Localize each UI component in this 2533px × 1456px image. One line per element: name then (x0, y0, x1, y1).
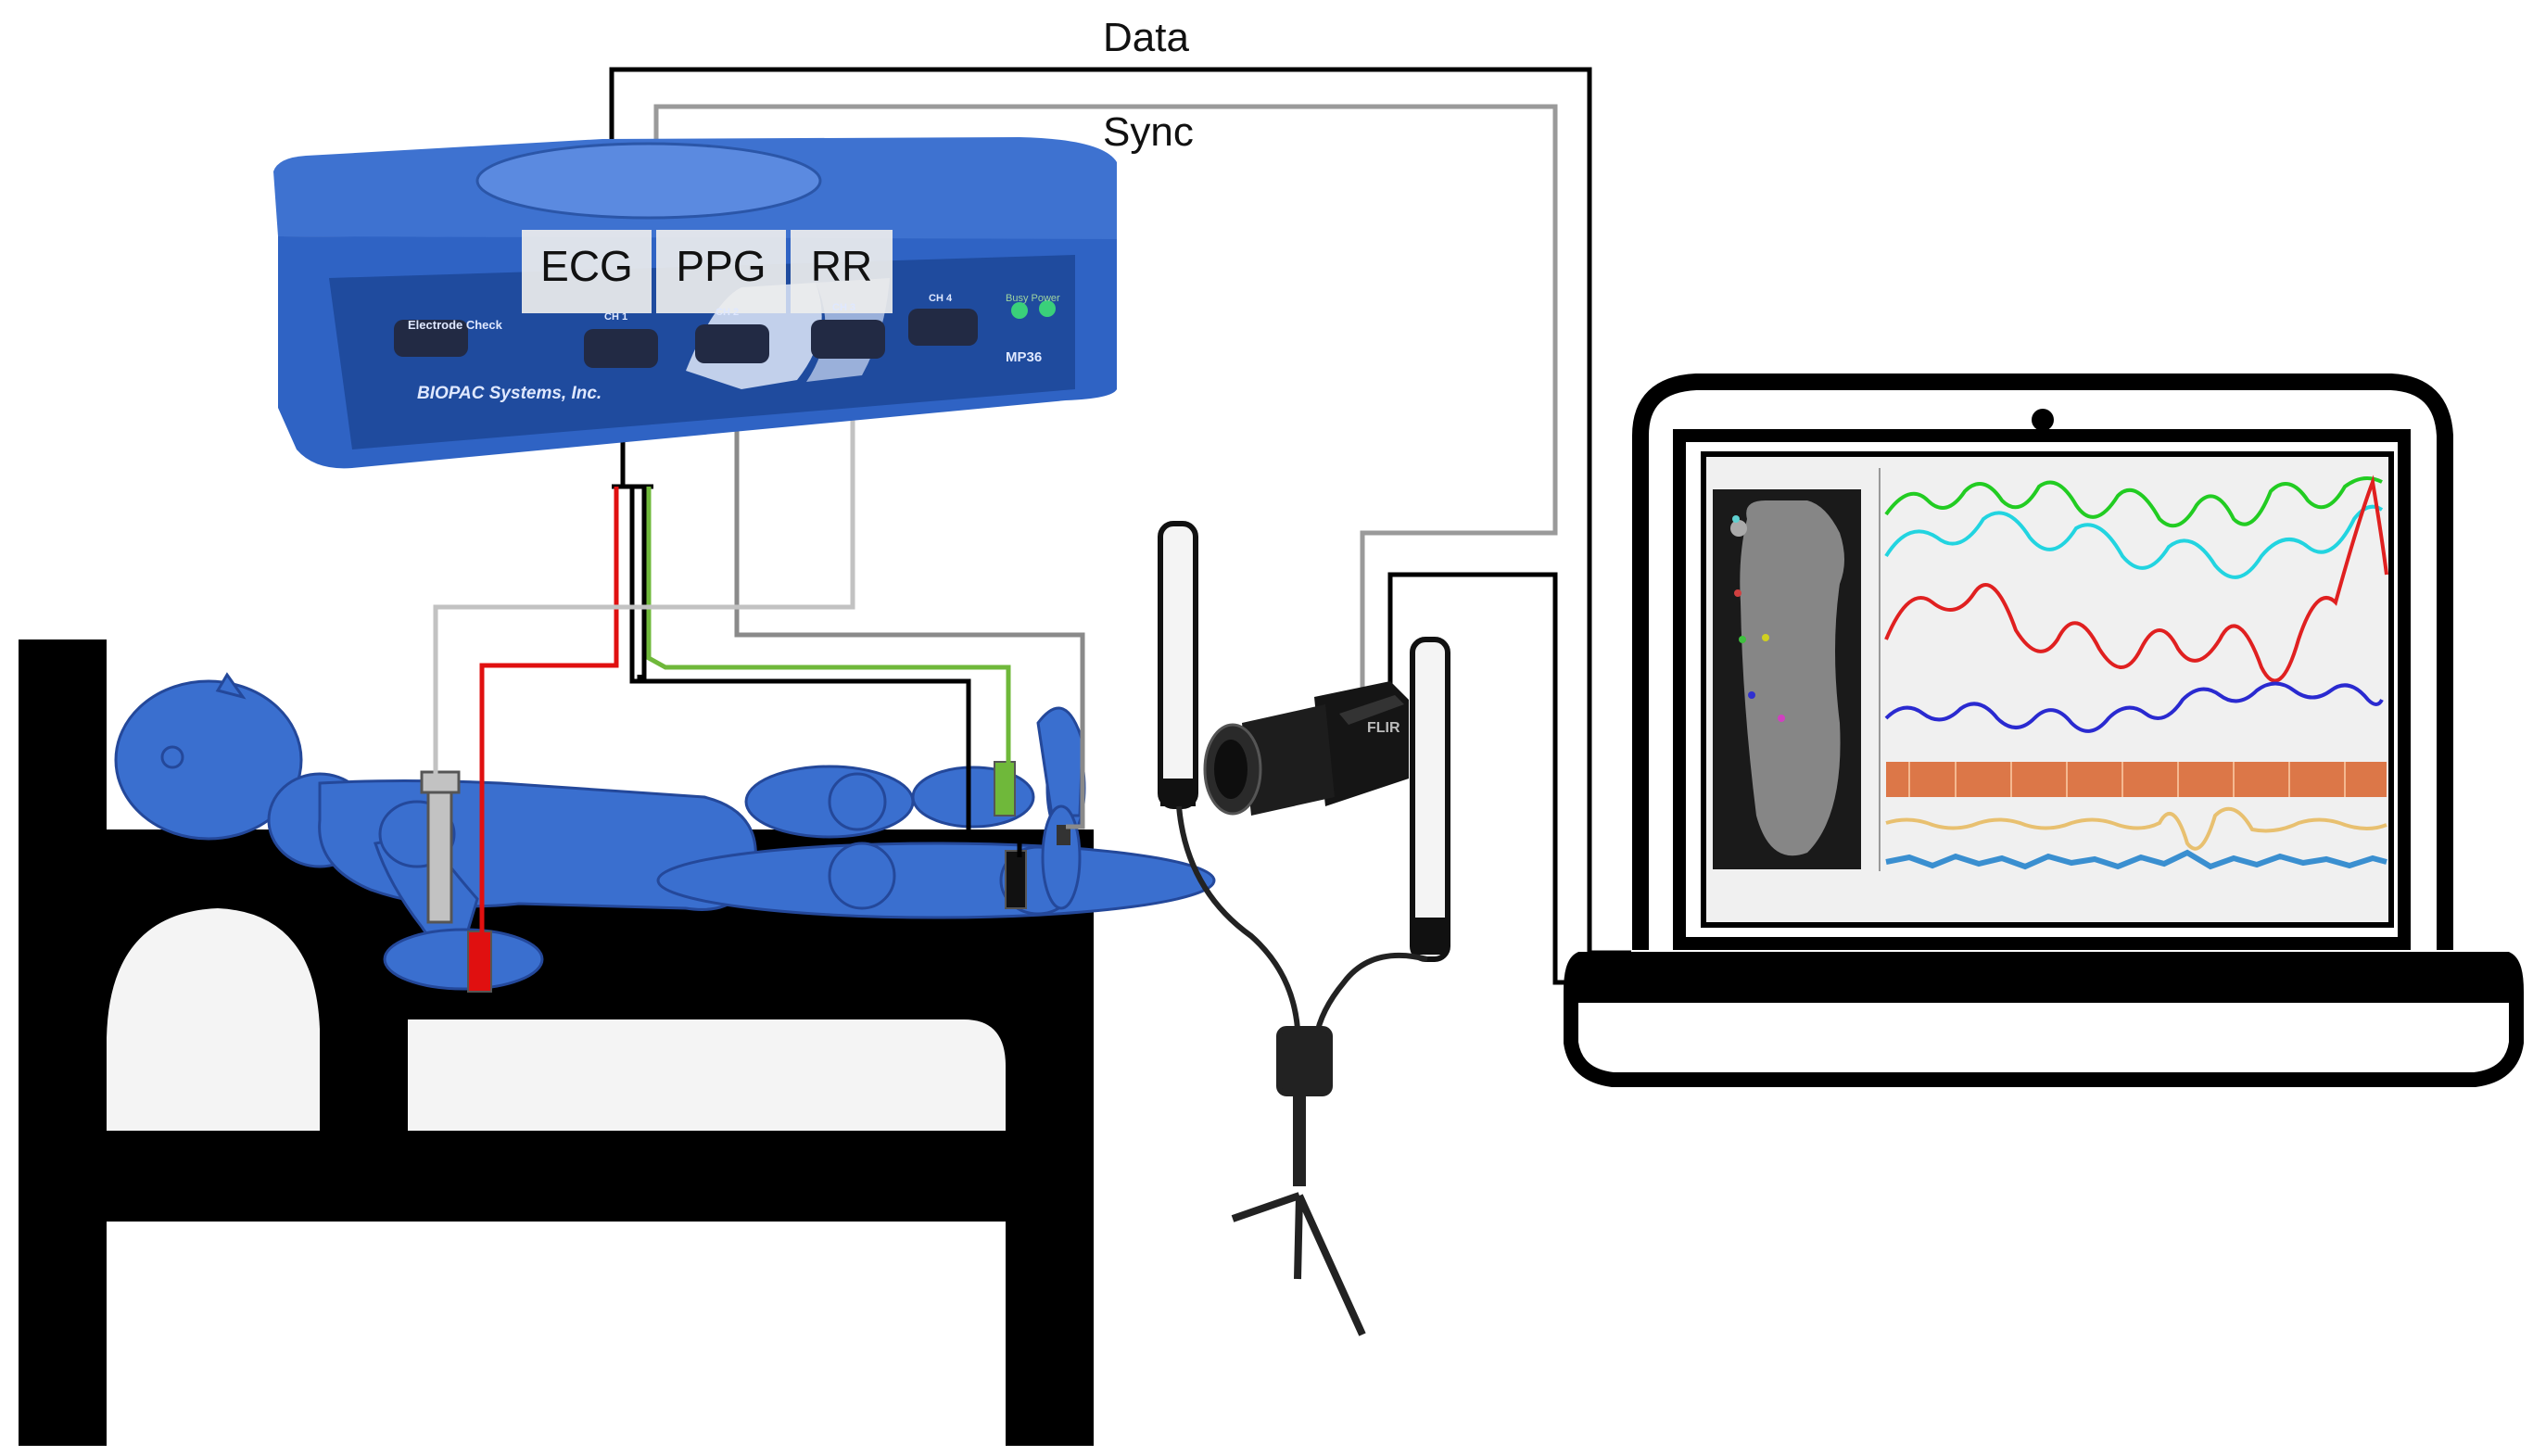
trace-blue (1884, 681, 2384, 733)
trace-lightblue (1885, 849, 2387, 870)
rr-label: RR (811, 242, 872, 290)
rr-label-box (791, 230, 893, 313)
ppg-clip (1057, 825, 1070, 845)
port-label-ch-1: CH 1 (604, 311, 627, 323)
device-power-label: Busy Power (1006, 293, 1060, 304)
ecg-label: ECG (540, 242, 633, 290)
trace-green (1884, 476, 2383, 528)
trace-cyan (1884, 504, 2384, 579)
data-label: Data (1103, 15, 1189, 60)
light-panel-icon (1158, 521, 1450, 962)
rr-sensor-band (420, 770, 461, 924)
device-model: MP36 (1006, 349, 1042, 365)
ecg-label-box (522, 230, 652, 313)
camera-icon: FLIR (1203, 681, 1409, 816)
biopac-device: Electrode Check BIOPAC Systems, Inc. MP3… (273, 137, 1117, 469)
ppg-label: PPG (676, 242, 766, 290)
camera-brand: FLIR (1367, 720, 1400, 736)
ppg-electrode-green (994, 761, 1016, 817)
trace-red (1884, 475, 2388, 683)
ecg-electrode-black (1005, 850, 1027, 909)
sync-label: Sync (1103, 109, 1194, 155)
port-label-ch-2: CH 2 (716, 307, 739, 318)
signal-traces (1884, 475, 2388, 733)
ecg-electrode-red (467, 931, 492, 993)
port-label-ch-3: CH 3 (832, 302, 855, 313)
webcam-dot (2032, 409, 2054, 431)
laptop-screen (1701, 451, 2394, 928)
trace-orange (1886, 762, 2387, 797)
ppg-label-box (656, 230, 786, 313)
port-label-electrode: Electrode Check (408, 318, 503, 332)
channel-labels: ECG PPG RR (522, 230, 893, 313)
device-brand-text: BIOPAC Systems, Inc. (417, 384, 602, 403)
port-label-ch-4: CH 4 (929, 293, 953, 304)
tripod-icon (1176, 805, 1428, 1336)
trace-yellow (1885, 806, 2387, 851)
